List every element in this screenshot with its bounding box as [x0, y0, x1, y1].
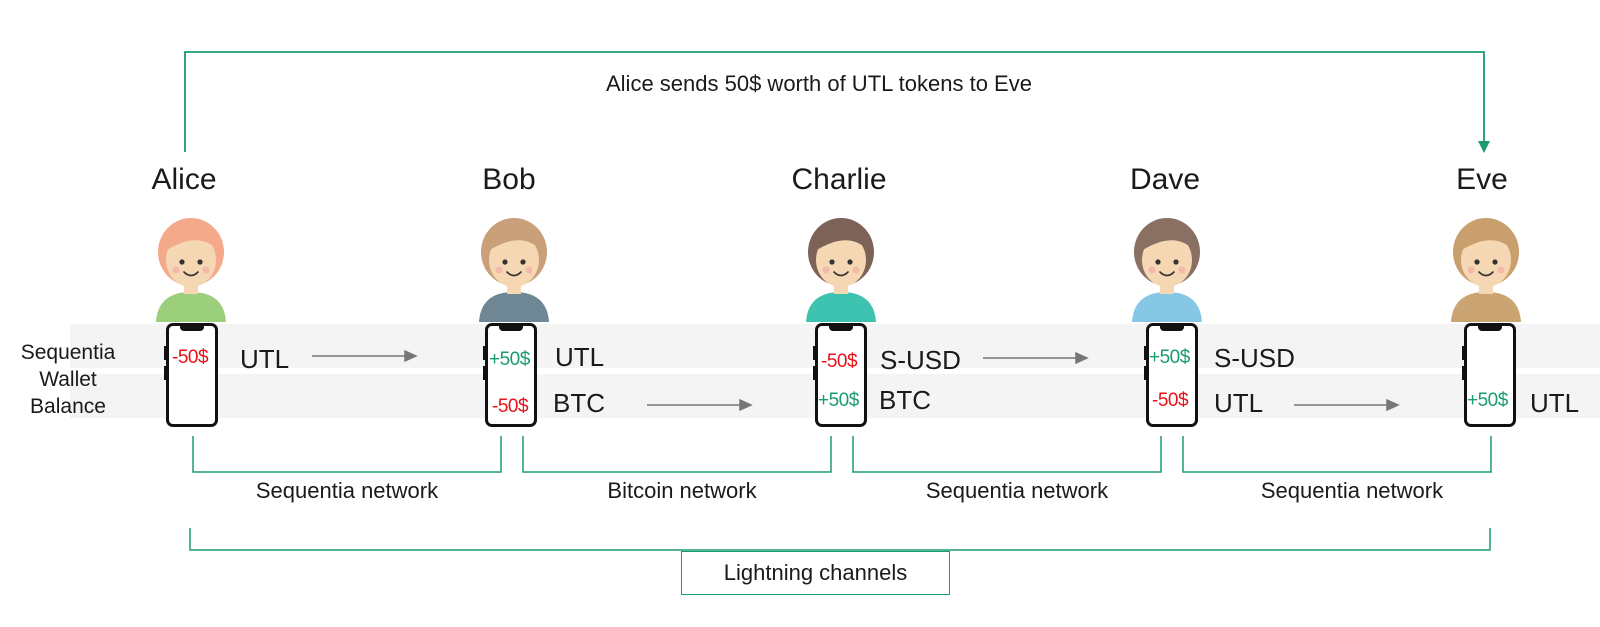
person-name-alice: Alice [151, 163, 217, 196]
person-name-charlie: Charlie [791, 163, 887, 196]
token-charlie-susd: S-USD [880, 345, 961, 375]
person-name-eve: Eve [1456, 163, 1508, 196]
avatar-alice [156, 218, 226, 322]
balance-bob-btc: -50$ [492, 396, 529, 417]
balance-dave-utl: -50$ [1152, 390, 1189, 411]
token-bob-utl: UTL [555, 342, 605, 372]
phone-notch [1160, 326, 1184, 331]
network-label-bob-charlie: Bitcoin network [607, 478, 757, 503]
phone-bob [483, 323, 537, 427]
channel-bracket-3 [852, 436, 1162, 473]
phone-charlie [813, 323, 867, 427]
wallet-balance-label-line-1: Sequentia [20, 341, 116, 364]
phone-side-button [164, 346, 167, 360]
phone-alice [164, 323, 218, 427]
transfer-arrowhead [1478, 141, 1490, 153]
phone-notch [829, 326, 853, 331]
token-charlie-btc: BTC [879, 385, 931, 415]
token-bob-btc: BTC [553, 388, 605, 418]
lightning-channels-box: Lightning channels [681, 551, 950, 595]
channel-bracket-1 [192, 436, 502, 473]
balance-charlie-btc: +50$ [818, 390, 859, 411]
wallet-balance-label: Sequentia Wallet Balance [3, 339, 133, 420]
lightning-bracket [189, 528, 1491, 551]
wallet-balance-label-line-2: Wallet [39, 368, 97, 391]
token-eve-utl: UTL [1530, 388, 1580, 418]
token-dave-utl: UTL [1214, 388, 1264, 418]
token-alice-utl: UTL [240, 344, 290, 374]
avatar-bob [479, 218, 549, 322]
phone-side-button [483, 366, 486, 380]
phone-side-button [1462, 346, 1465, 360]
person-name-dave: Dave [1129, 163, 1201, 196]
lightning-channels-label: Lightning channels [723, 560, 908, 585]
network-label-dave-eve: Sequentia network [1260, 478, 1444, 503]
phone-notch [180, 326, 204, 331]
phone-side-button [813, 346, 816, 360]
balance-eve-utl: +50$ [1467, 390, 1508, 411]
avatar-eve [1451, 218, 1521, 322]
avatar-dave [1132, 218, 1202, 322]
balance-alice-utl: -50$ [172, 347, 209, 368]
phone-side-button [483, 346, 486, 360]
avatar-charlie [806, 218, 876, 322]
phone-side-button [1462, 366, 1465, 380]
phone-side-button [1144, 366, 1147, 380]
transfer-path-line [184, 51, 1485, 152]
diagram-title: Alice sends 50$ worth of UTL tokens to E… [606, 71, 1032, 96]
phone-notch [1478, 326, 1502, 331]
token-dave-susd: S-USD [1214, 343, 1295, 373]
channel-bracket-4 [1182, 436, 1492, 473]
balance-dave-susd: +50$ [1149, 347, 1190, 368]
balance-bob-utl: +50$ [489, 349, 530, 370]
person-name-bob: Bob [482, 163, 536, 196]
channel-bracket-2 [522, 436, 832, 473]
phone-notch [499, 326, 523, 331]
flow-arrows [312, 349, 1400, 412]
balance-charlie-susd: -50$ [821, 351, 858, 372]
phone-side-button [1144, 346, 1147, 360]
phone-eve [1462, 323, 1516, 427]
network-label-alice-bob: Sequentia network [255, 478, 439, 503]
network-label-charlie-dave: Sequentia network [925, 478, 1109, 503]
wallet-balance-label-line-3: Balance [30, 395, 106, 418]
phone-dave [1144, 323, 1198, 427]
phone-side-button [813, 366, 816, 380]
phone-side-button [164, 366, 167, 380]
